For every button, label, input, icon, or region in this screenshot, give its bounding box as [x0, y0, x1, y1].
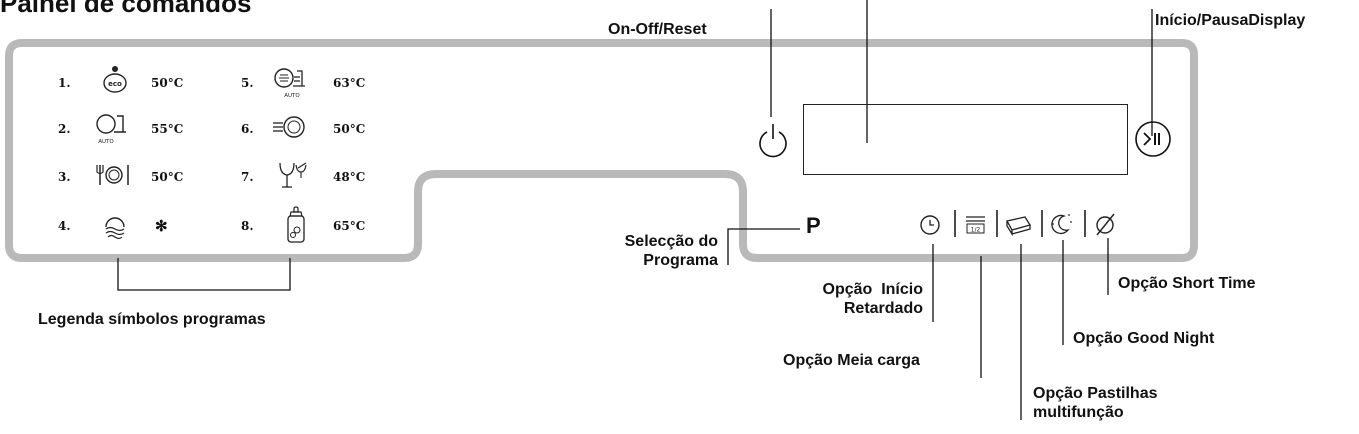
baby-bottle-icon: [287, 206, 305, 243]
half-load-icon[interactable]: 1/2: [962, 211, 990, 239]
plate-cutlery-icon: [96, 165, 129, 185]
program-temperature: 50°C: [151, 170, 184, 184]
svg-text:eco: eco: [108, 80, 122, 88]
start-pause-button-icon[interactable]: [1133, 119, 1173, 159]
program-number: 8.: [241, 219, 254, 233]
multi-tablet-line2: multifunção: [1033, 404, 1124, 421]
good-night-icon[interactable]: [1048, 210, 1076, 238]
short-time-icon[interactable]: [1091, 210, 1119, 238]
multi-tablet-icon[interactable]: [1003, 213, 1033, 237]
auto-label: AUTO: [284, 93, 300, 99]
page-title: Painel de comandos: [0, 0, 252, 18]
program-temperature: 48°C: [333, 170, 366, 184]
auto-label: AUTO: [98, 139, 114, 145]
power-button-icon[interactable]: [756, 122, 790, 160]
delay-start-line1: Opção Início: [822, 281, 923, 298]
program-number: 5.: [241, 76, 254, 90]
on-off-reset-label: On-Off/Reset: [608, 21, 707, 38]
program-number: 7.: [241, 170, 254, 184]
program-temperature: ✻: [155, 217, 168, 235]
program-temperature: 63°C: [333, 76, 366, 90]
multi-tablet-line1: Opção Pastilhas: [1033, 385, 1158, 402]
multi-tablet-label: Opção Pastilhas multifunção: [1033, 384, 1158, 422]
short-time-label: Opção Short Time: [1118, 275, 1256, 292]
start-pause-display-label: Início/PausaDisplay: [1155, 12, 1306, 29]
auto-intensive-icon: AUTO: [274, 68, 305, 99]
program-number: 1.: [58, 76, 71, 90]
half-load-label: Opção Meia carga: [783, 352, 920, 369]
quick-icon: [273, 116, 305, 138]
display-window: [803, 104, 1128, 175]
program-number: 4.: [58, 219, 71, 233]
program-number: 3.: [58, 170, 71, 184]
program-selection-line1: Selecção do: [624, 233, 718, 250]
program-number: 6.: [241, 122, 254, 136]
delay-start-label: Opção Início Retardado: [760, 280, 923, 318]
program-selection-line2: Programa: [643, 252, 718, 269]
delay-start-line2: Retardado: [843, 300, 923, 317]
program-select-button[interactable]: P: [806, 213, 821, 238]
glass-icon: [279, 162, 307, 188]
program-selection-label: Selecção do Programa: [568, 232, 718, 270]
program-temperature: 50°C: [333, 122, 366, 136]
program-legend-label: Legenda símbolos programas: [38, 311, 266, 328]
program-temperature: 50°C: [151, 76, 184, 90]
program-temperature: 65°C: [333, 219, 366, 233]
half-load-text: 1/2: [971, 227, 981, 234]
program-number: 2.: [58, 122, 71, 136]
delay-start-icon[interactable]: [917, 212, 943, 238]
good-night-label: Opção Good Night: [1073, 330, 1215, 347]
program-temperature: 55°C: [151, 122, 184, 136]
rinse-icon: [105, 217, 125, 240]
eco-pot-icon: eco: [103, 66, 127, 93]
auto-pot-icon: AUTO: [96, 114, 126, 145]
